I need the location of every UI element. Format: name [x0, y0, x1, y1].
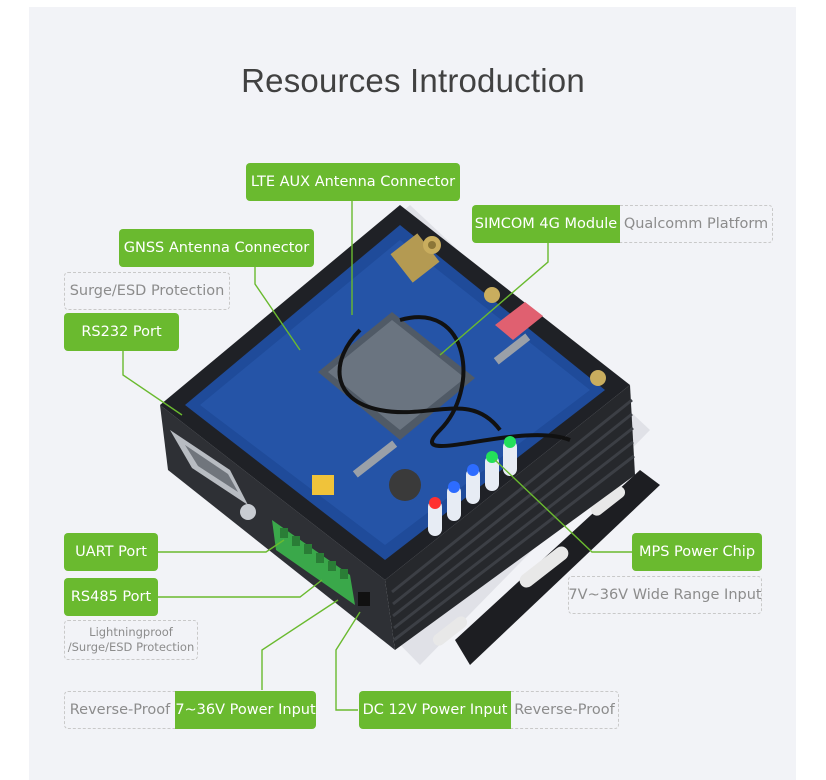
- lightning-line-1: Lightningproof: [89, 625, 173, 639]
- label-wide-range-input: 7V~36V Wide Range Input: [568, 576, 762, 614]
- label-lightningproof-protection: Lightningproof /Surge/ESD Protection: [64, 620, 198, 660]
- power-inductor: [389, 469, 421, 501]
- mounting-bracket: [432, 470, 660, 665]
- jumper-connector: [312, 475, 334, 495]
- header-pins: [352, 333, 531, 478]
- dc-jack: [358, 592, 370, 606]
- label-uart-port: UART Port: [64, 533, 158, 571]
- label-mps-power-chip: MPS Power Chip: [632, 533, 762, 571]
- label-simcom-4g-module: SIMCOM 4G Module: [472, 205, 620, 243]
- page-title: Resources Introduction: [241, 62, 585, 99]
- leader-lines: [122, 200, 632, 711]
- label-dc-12v-power-input: DC 12V Power Input: [359, 691, 511, 729]
- label-gnss-antenna-connector: GNSS Antenna Connector: [119, 229, 314, 267]
- label-reverse-proof-right: Reverse-Proof: [511, 691, 619, 729]
- label-rs232-port: RS232 Port: [64, 313, 179, 351]
- antenna-cable: [337, 328, 502, 432]
- label-qualcomm-platform: Qualcomm Platform: [620, 205, 773, 243]
- label-surge-esd-protection: Surge/ESD Protection: [64, 272, 230, 310]
- antenna-connector-icon: [390, 233, 441, 283]
- antenna-connector-icon: [484, 287, 500, 303]
- label-lte-aux-antenna: LTE AUX Antenna Connector: [246, 163, 460, 201]
- label-reverse-proof-left: Reverse-Proof: [64, 691, 175, 729]
- serial-connector-icon: [170, 430, 256, 520]
- lightning-line-2: /Surge/ESD Protection: [67, 640, 195, 654]
- antenna-connector-icon: [590, 370, 606, 386]
- dip-switch: [495, 302, 543, 340]
- label-power-input-range: 7~36V Power Input: [175, 691, 316, 729]
- enclosure-side: [385, 385, 635, 650]
- terminal-block-icon: [272, 520, 355, 605]
- led-indicator-icon: [428, 436, 517, 536]
- label-rs485-port: RS485 Port: [64, 578, 158, 616]
